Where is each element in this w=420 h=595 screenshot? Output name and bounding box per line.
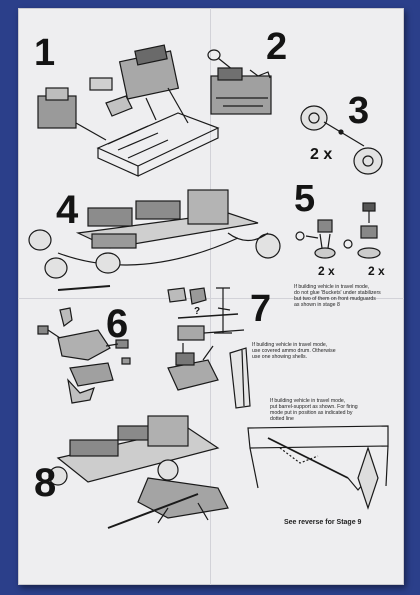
stage-5-quantity-left: 2 x xyxy=(318,264,335,278)
stage-7-callout: ? xyxy=(194,306,201,317)
stage-number-5: 5 xyxy=(294,178,316,220)
stage-number-7: 7 xyxy=(250,288,272,330)
stage-6-drawing xyxy=(37,307,131,404)
stage-number-2: 2 xyxy=(266,26,288,68)
stage-number-3: 3 xyxy=(348,90,370,132)
stage-3-quantity: 2 x xyxy=(310,146,333,163)
stage-5-drawing xyxy=(295,202,381,259)
stage-4-drawing xyxy=(28,189,281,291)
assembly-drawings xyxy=(28,44,389,529)
footer-note: See reverse for Stage 9 xyxy=(284,519,362,526)
stage-number-1: 1 xyxy=(34,32,56,74)
stage-number-8: 8 xyxy=(34,461,57,505)
barrel-support-drawing xyxy=(247,425,389,510)
stage-5-quantity-right: 2 x xyxy=(368,264,385,278)
stage-2-drawing xyxy=(207,49,272,115)
stage-5-note: If building vehicle in travel mode, do n… xyxy=(294,284,381,308)
fold-line-horizontal xyxy=(18,298,404,299)
stage-1-drawing xyxy=(37,44,220,177)
stage-3-drawing xyxy=(300,105,383,175)
stage-8-drawing xyxy=(48,415,229,529)
stage-number-6: 6 xyxy=(106,302,129,346)
barrel-support-note: If building vehicle in travel mode, put … xyxy=(270,398,358,422)
stage-7-note: If building vehicle in travel mode, use … xyxy=(252,342,336,360)
stage-7-drawing xyxy=(167,287,251,409)
stage-number-4: 4 xyxy=(56,188,79,232)
instruction-sheet: 1 2 3 4 5 6 7 8 2 x 2 x 2 x ? If buildin… xyxy=(18,8,404,585)
fold-line-vertical xyxy=(210,8,211,585)
